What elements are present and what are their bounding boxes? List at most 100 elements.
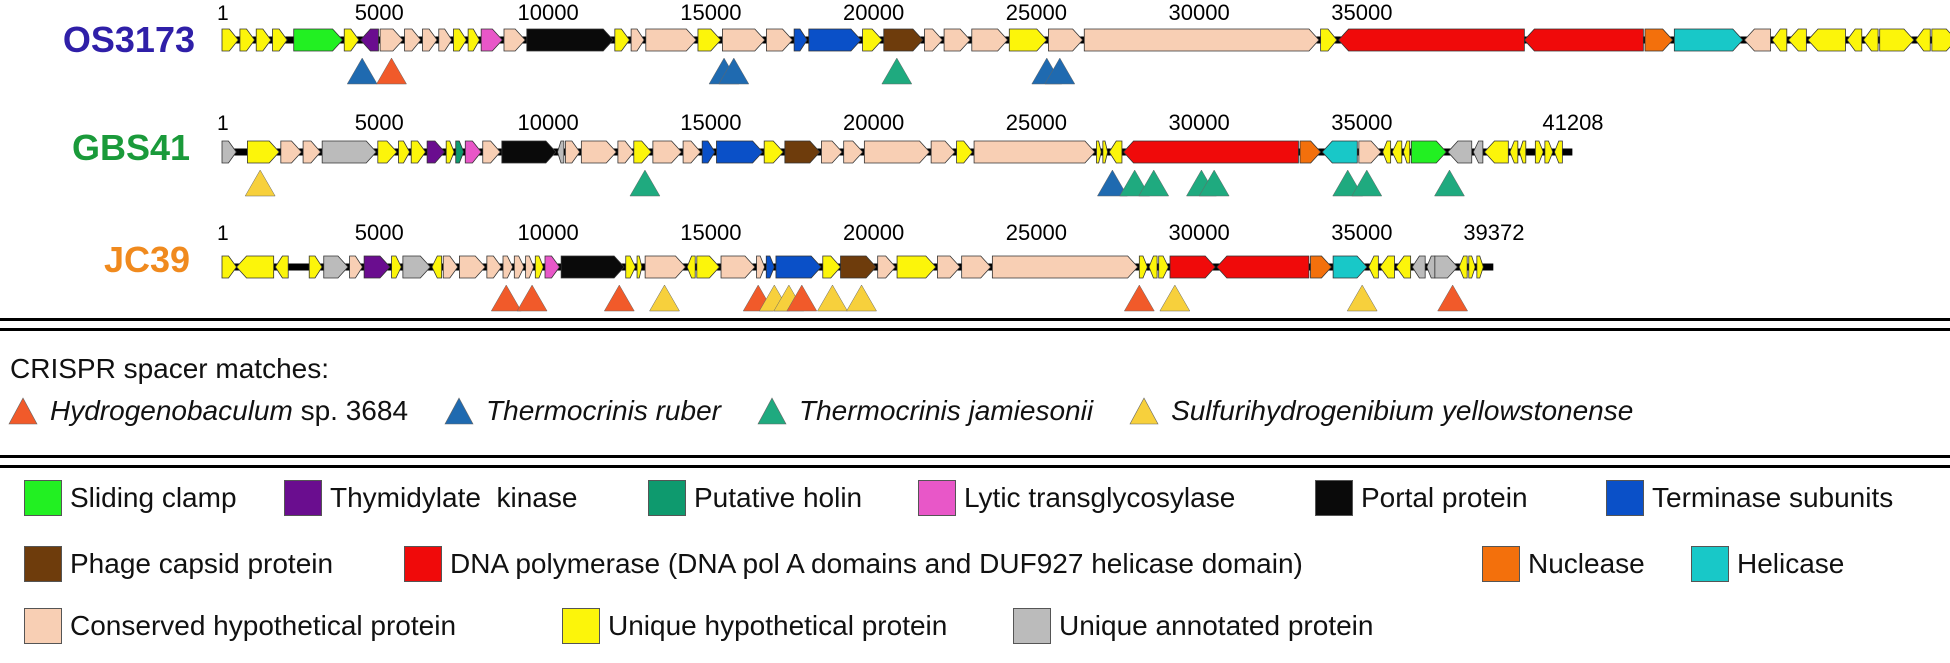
gene-arrow — [1509, 140, 1519, 164]
gene-arrow — [526, 28, 614, 52]
legend-label: Unique hypothetical protein — [608, 610, 948, 641]
gene-arrow — [924, 28, 943, 52]
tick-label: 30000 — [1169, 0, 1230, 25]
gene-arrow — [221, 140, 237, 164]
gene-arrow — [840, 255, 877, 279]
legend-label: Phage capsid protein — [70, 548, 334, 579]
gene-arrow — [1519, 140, 1527, 164]
spacer-match-marker — [817, 284, 848, 312]
gene-arrow — [308, 255, 323, 279]
spacer-match-marker — [376, 57, 407, 85]
gene-arrow — [379, 28, 404, 52]
legend-item: Unique annotated protein — [1013, 608, 1373, 644]
gene-arrow — [442, 255, 459, 279]
gene-arrow — [239, 28, 256, 52]
gene-arrow — [557, 140, 565, 164]
spacer-match-marker — [1198, 169, 1230, 197]
gene-arrow — [360, 28, 379, 52]
gene-arrow — [560, 255, 625, 279]
species-name: Thermocrinis jamiesonii — [798, 395, 1094, 426]
tick-label: 25000 — [1006, 220, 1067, 245]
gene-arrow — [877, 255, 896, 279]
gene-arrow — [235, 255, 275, 279]
tick-label: 5000 — [355, 0, 404, 25]
gene-arrow — [973, 140, 1096, 164]
gene-arrow — [614, 28, 630, 52]
legend-item: Terminase subunits — [1606, 480, 1893, 516]
triangle-icon — [1129, 397, 1159, 425]
legend-swatch — [404, 546, 442, 582]
crispr-legend: Hydrogenobaculum sp. 3684 Thermocrinis r… — [8, 395, 1669, 427]
gene-arrow — [323, 255, 349, 279]
gene-arrow — [343, 28, 360, 52]
spacer-match-marker — [718, 57, 750, 85]
crispr-legend-item: Thermocrinis ruber — [444, 395, 721, 427]
legend-label: Thymidylate kinase — [330, 482, 578, 513]
gene-arrow — [480, 28, 503, 52]
spacer-match-marker — [1138, 169, 1170, 197]
genome-name: JC39 — [104, 239, 190, 280]
gene-arrow — [766, 28, 794, 52]
gene-arrow — [896, 255, 937, 279]
gene-arrow — [808, 28, 862, 52]
gene-arrow — [1523, 28, 1644, 52]
spacer-match-marker — [1346, 284, 1378, 312]
spacer-match-marker — [244, 169, 276, 197]
gene-arrow — [398, 140, 411, 164]
gene-arrow — [1321, 140, 1358, 164]
tick-label: 30000 — [1169, 110, 1230, 135]
gene-arrow — [716, 140, 764, 164]
spacer-match-marker — [649, 284, 680, 312]
spacer-match-marker — [1096, 169, 1128, 197]
legend-swatch — [1315, 480, 1353, 516]
gene-arrow — [696, 255, 720, 279]
gene-arrow — [971, 28, 1009, 52]
spacer-match-marker — [786, 284, 818, 312]
divider-bottom — [0, 455, 1950, 458]
legend-label: Conserved hypothetical protein — [70, 610, 457, 641]
gene-arrow — [722, 28, 766, 52]
gene-arrow — [863, 140, 931, 164]
legend-item: Conserved hypothetical protein — [24, 608, 456, 644]
gene-arrow — [1310, 255, 1333, 279]
spacer-match-marker — [1044, 57, 1076, 85]
tick-label: 20000 — [843, 220, 904, 245]
gene-arrow — [1787, 28, 1807, 52]
gene-arrow — [821, 140, 843, 164]
gene-arrow — [1158, 255, 1169, 279]
gene-arrow — [247, 140, 280, 164]
gene-arrow — [630, 28, 645, 52]
legend-swatch — [24, 546, 62, 582]
start-label: 1 — [217, 222, 229, 245]
gene-arrow — [1673, 28, 1744, 52]
species-name: Hydrogenobaculum — [50, 395, 293, 426]
gene-arrow — [636, 255, 643, 279]
gene-arrow — [793, 28, 808, 52]
gene-arrow — [544, 255, 561, 279]
gene-arrow — [930, 140, 956, 164]
gene-arrow — [302, 140, 322, 164]
end-label: 41208 — [1542, 110, 1603, 135]
spacer-match-marker — [846, 284, 877, 312]
legend-label: DNA polymerase (DNA pol A domains and DU… — [450, 548, 1303, 579]
gene-arrow — [410, 140, 427, 164]
legend-item: Lytic transglycosylase — [918, 480, 1235, 516]
gene-arrow — [1395, 255, 1412, 279]
spacer-match-marker — [516, 284, 548, 312]
gene-arrow — [377, 140, 398, 164]
legend-label: Unique annotated protein — [1059, 610, 1374, 641]
gene-arrow — [1434, 255, 1459, 279]
tick-label: 35000 — [1331, 220, 1392, 245]
tick-label: 15000 — [680, 220, 741, 245]
gene-arrow — [1008, 28, 1048, 52]
gene-arrow — [402, 255, 431, 279]
gene-arrow — [464, 140, 482, 164]
tick-label: 15000 — [680, 0, 741, 25]
gene-arrow — [822, 255, 842, 279]
gene-arrow — [645, 28, 697, 52]
gene-arrow — [1468, 255, 1476, 279]
gene-arrow — [765, 255, 775, 279]
gene-arrow — [775, 255, 822, 279]
gene-arrow — [580, 140, 617, 164]
